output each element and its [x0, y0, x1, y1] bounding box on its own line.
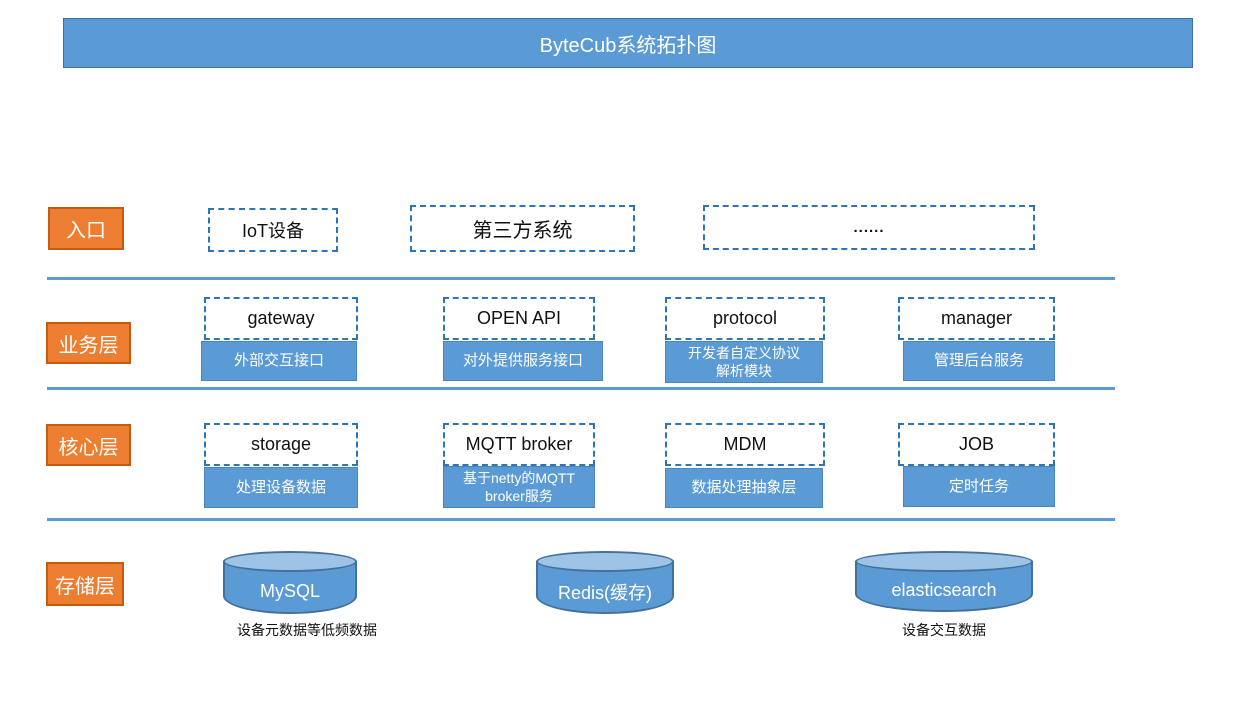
layer-label-business: 业务层 — [46, 322, 131, 364]
business-module-manager-name: manager — [940, 308, 1013, 328]
business-module-manager-desc-text: 管理后台服务 — [933, 352, 1024, 370]
core-module-mqtt-broker: MQTT broker — [443, 423, 595, 466]
core-module-mqtt-broker-name: MQTT broker — [465, 434, 573, 454]
layer-label-business-text: 业务层 — [58, 334, 119, 357]
core-module-mdm-desc-text: 数据处理抽象层 — [691, 479, 797, 497]
business-module-protocol-name: protocol — [712, 308, 778, 328]
business-module-gateway-name: gateway — [247, 308, 315, 328]
core-module-job: JOB — [898, 423, 1055, 466]
storage-elasticsearch-caption: 设备交互数据 — [902, 622, 986, 638]
core-module-mqtt-broker-desc: 基于netty的MQTT broker服务 — [443, 466, 595, 508]
business-module-open-api: OPEN API — [443, 297, 595, 340]
separator-line-1 — [47, 277, 1115, 280]
business-module-gateway: gateway — [204, 297, 358, 340]
entry-box-iot-device-label: IoT设备 — [241, 221, 304, 241]
layer-label-storage: 存储层 — [46, 562, 124, 606]
business-module-gateway-desc: 外部交互接口 — [201, 341, 357, 381]
entry-box-ellipsis-label: ...... — [853, 219, 885, 236]
storage-mysql-label: MySQL — [259, 581, 320, 601]
business-module-open-api-desc-text: 对外提供服务接口 — [462, 352, 583, 370]
separator-line-2 — [47, 387, 1115, 390]
database-cylinder-icon — [223, 551, 357, 572]
storage-cylinder-elasticsearch: elasticsearch — [855, 551, 1033, 612]
diagram-title: ByteCub系统拓扑图 — [539, 34, 717, 57]
business-module-open-api-name: OPEN API — [476, 308, 562, 328]
storage-elasticsearch-label: elasticsearch — [891, 580, 997, 600]
layer-label-entry: 入口 — [48, 207, 124, 250]
entry-box-iot-device: IoT设备 — [208, 208, 338, 252]
core-module-storage-name: storage — [250, 434, 312, 454]
business-module-protocol-desc-text: 开发者自定义协议 解析模块 — [688, 344, 800, 379]
diagram-title-banner: ByteCub系统拓扑图 — [63, 18, 1193, 68]
layer-label-core-text: 核心层 — [58, 436, 119, 459]
database-cylinder-icon — [536, 551, 674, 572]
business-module-manager: manager — [898, 297, 1055, 340]
core-module-mqtt-broker-desc-text: 基于netty的MQTT broker服务 — [462, 469, 575, 504]
storage-mysql-caption: 设备元数据等低频数据 — [237, 622, 377, 638]
core-module-mdm-name: MDM — [723, 434, 767, 454]
business-module-open-api-desc: 对外提供服务接口 — [443, 341, 603, 381]
entry-box-ellipsis: ...... — [703, 205, 1035, 250]
layer-label-core: 核心层 — [46, 424, 131, 466]
core-module-mdm-desc: 数据处理抽象层 — [665, 468, 823, 508]
core-module-job-desc-text: 定时任务 — [948, 477, 1009, 495]
business-module-protocol-desc: 开发者自定义协议 解析模块 — [665, 341, 823, 383]
business-module-protocol: protocol — [665, 297, 825, 340]
core-module-mdm: MDM — [665, 423, 825, 466]
core-module-storage: storage — [204, 423, 358, 466]
layer-label-storage-text: 存储层 — [55, 575, 115, 598]
storage-cylinder-redis: Redis(缓存) — [536, 551, 674, 614]
database-cylinder-icon — [855, 551, 1033, 572]
business-module-gateway-desc-text: 外部交互接口 — [233, 352, 324, 370]
entry-box-third-party-system-label: 第三方系统 — [472, 220, 573, 242]
storage-cylinder-mysql: MySQL — [223, 551, 357, 614]
business-module-manager-desc: 管理后台服务 — [903, 341, 1055, 381]
core-module-storage-desc-text: 处理设备数据 — [235, 478, 326, 496]
entry-box-third-party-system: 第三方系统 — [410, 205, 635, 252]
layer-label-entry-text: 入口 — [66, 220, 106, 242]
storage-redis-label: Redis(缓存) — [557, 582, 652, 603]
core-module-job-desc: 定时任务 — [903, 466, 1055, 507]
core-module-storage-desc: 处理设备数据 — [204, 467, 358, 508]
separator-line-3 — [47, 518, 1115, 521]
core-module-job-name: JOB — [958, 434, 994, 454]
